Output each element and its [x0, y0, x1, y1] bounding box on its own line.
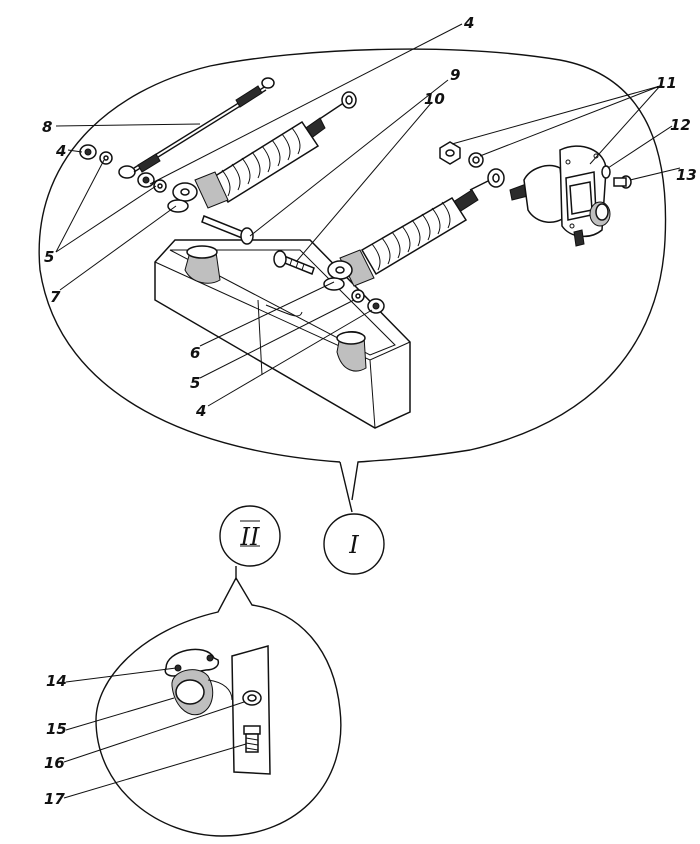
leader-lines-view-ii	[63, 667, 247, 799]
callout-4-left: 4	[55, 142, 66, 160]
washer-11	[468, 152, 484, 168]
callout-7: 7	[50, 288, 61, 306]
washer-12	[601, 165, 611, 179]
screw-13	[613, 175, 632, 189]
link-rod	[118, 77, 275, 179]
nut-4-left	[79, 144, 97, 160]
callout-12: 12	[670, 116, 691, 134]
nut-4-mid	[137, 172, 155, 188]
callout-9: 9	[450, 66, 460, 84]
callout-17: 17	[44, 790, 65, 808]
shock-absorber-lower	[323, 168, 505, 291]
view-i-marker	[323, 513, 385, 575]
callout-5-left: 5	[44, 248, 54, 266]
detail-bubble-ii-outline	[95, 577, 342, 837]
callout-labels: 4 8 9 10 11 12 13 4 5 7 6 5 4 14 15 16 1…	[42, 14, 697, 808]
bolt-9	[201, 215, 254, 245]
bolt-10	[273, 250, 315, 275]
washer-5-left	[99, 151, 113, 165]
callout-15: 15	[46, 720, 67, 738]
callout-4-bottom: 4	[195, 402, 206, 420]
tank-housing	[154, 239, 411, 429]
leader-lines-view-i	[55, 23, 681, 407]
callout-10: 10	[424, 90, 445, 108]
callout-8: 8	[42, 118, 52, 136]
callout-16: 16	[44, 754, 65, 772]
callout-5-bottom: 5	[190, 374, 200, 392]
washer-5-lower	[351, 289, 365, 303]
bubble-i-pointer	[339, 461, 353, 513]
view-ii-marker	[219, 505, 281, 567]
nut-4-lower	[367, 298, 385, 314]
callout-13: 13	[676, 166, 697, 184]
view-i-label: I	[348, 531, 359, 559]
filler-neck-assembly	[164, 645, 271, 775]
callout-11: 11	[656, 74, 677, 92]
nut-11	[439, 141, 461, 165]
callout-14: 14	[46, 672, 67, 690]
callout-6: 6	[190, 344, 200, 362]
shock-absorber-upper	[167, 91, 357, 213]
callout-4-top: 4	[463, 14, 474, 32]
switch-unit	[509, 145, 611, 247]
view-ii-label: II	[240, 523, 260, 551]
detail-bubble-i-outline	[38, 48, 667, 501]
washer-5-mid	[153, 179, 167, 193]
